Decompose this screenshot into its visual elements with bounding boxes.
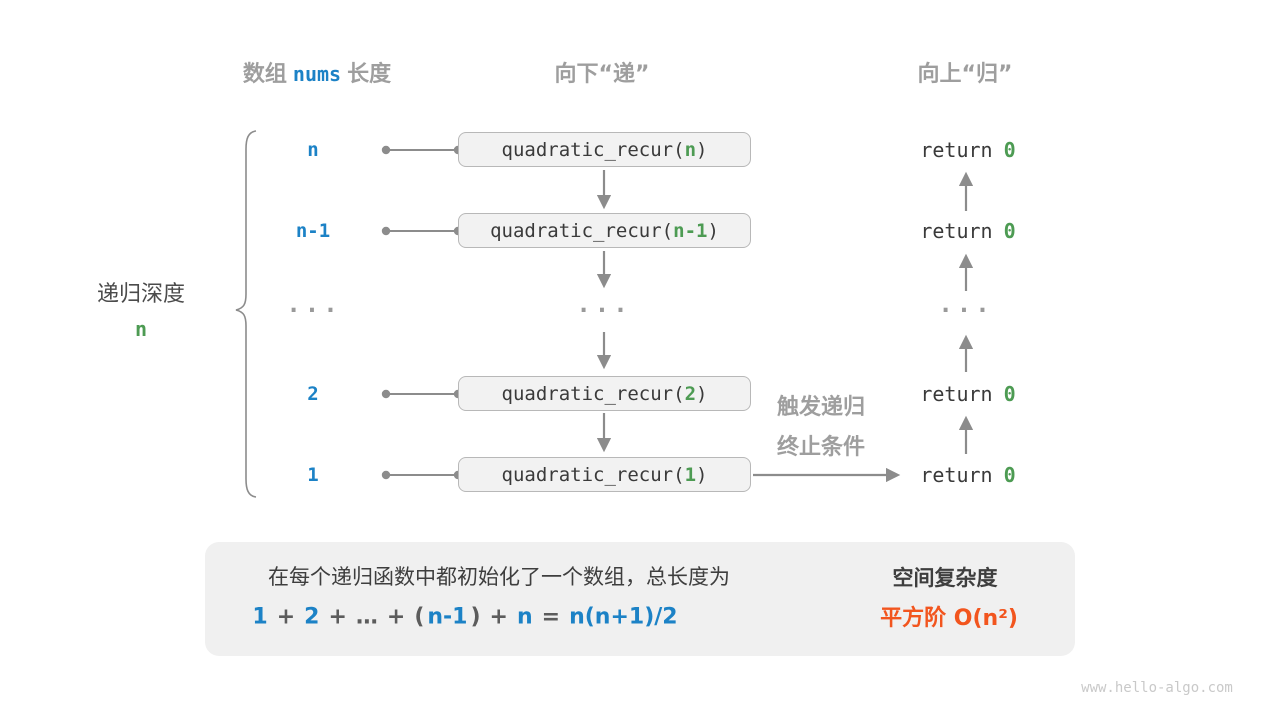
recursion-depth-label: 递归深度 n xyxy=(97,278,185,346)
return-statement-n: return 0 xyxy=(920,138,1015,162)
length-label-2: 2 xyxy=(307,383,319,405)
summary-description: 在每个递归函数中都初始化了一个数组，总长度为 xyxy=(268,565,730,589)
return-keyword: return xyxy=(920,138,993,162)
total-length-formula: 1 + 2 + … + ( n-1 ) + n = n(n+1)/2 xyxy=(252,605,677,630)
call-box-1: quadratic_recur(1) xyxy=(458,457,751,492)
column-header-downward: 向下“递” xyxy=(554,62,650,87)
length-connector-lines xyxy=(381,145,463,480)
return-keyword: return xyxy=(920,463,993,487)
formula-token: + xyxy=(489,604,508,630)
termination-condition-label: 触发递归 终止条件 xyxy=(777,388,865,468)
array-label-prefix: 数组 xyxy=(242,62,287,87)
complexity-value: 平方阶 O(n²) xyxy=(880,606,1018,631)
call-suffix: ) xyxy=(696,382,708,405)
formula-token: = xyxy=(541,604,561,630)
call-suffix: ) xyxy=(696,463,708,486)
return-value: 0 xyxy=(1003,382,1016,406)
call-box-n: quadratic_recur(n) xyxy=(458,132,751,167)
return-statement-2: return 0 xyxy=(920,382,1015,406)
return-statement-1: return 0 xyxy=(920,463,1015,487)
return-keyword: return xyxy=(920,219,993,243)
formula-token: n(n+1)/2 xyxy=(569,604,678,630)
call-arg: 1 xyxy=(684,463,697,486)
termination-line1: 触发递归 xyxy=(776,395,866,420)
return-keyword: return xyxy=(920,382,993,406)
formula-token: n-1 xyxy=(427,604,468,630)
length-label-n: n xyxy=(307,139,319,161)
formula-token: + xyxy=(328,604,347,630)
call-suffix: ) xyxy=(707,219,719,242)
summary-box xyxy=(205,542,1075,656)
recursion-depth-value: n xyxy=(134,317,148,341)
return-value: 0 xyxy=(1003,219,1016,243)
termination-line2: 终止条件 xyxy=(776,435,866,460)
call-prefix: quadratic_recur( xyxy=(501,463,685,486)
formula-token: … xyxy=(355,604,378,630)
ellipsis-right: ··· xyxy=(938,296,994,324)
length-label-n-1: n-1 xyxy=(295,220,331,242)
formula-token: + xyxy=(276,604,296,630)
call-suffix: ) xyxy=(696,138,708,161)
array-code-nums: nums xyxy=(292,62,342,86)
length-label-1: 1 xyxy=(307,464,319,486)
call-box-2: quadratic_recur(2) xyxy=(458,376,751,411)
return-value: 0 xyxy=(1003,138,1016,162)
formula-token: 1 xyxy=(252,604,268,630)
return-statement-n-1: return 0 xyxy=(920,219,1015,243)
call-arg: n xyxy=(684,138,697,161)
depth-brace-icon xyxy=(235,130,257,498)
formula-token: + xyxy=(386,604,406,630)
call-arg: n-1 xyxy=(673,219,708,242)
formula-token: ( xyxy=(414,604,425,630)
call-prefix: quadratic_recur( xyxy=(501,138,685,161)
array-label-suffix: 长度 xyxy=(347,62,392,87)
ellipsis-middle: ··· xyxy=(576,296,632,324)
call-arg: 2 xyxy=(684,382,697,405)
formula-token: n xyxy=(516,604,533,630)
formula-token: ) xyxy=(470,604,481,630)
complexity-title: 空间复杂度 xyxy=(892,566,998,590)
ellipsis-left: ··· xyxy=(286,296,342,324)
watermark: www.hello-algo.com xyxy=(1081,680,1233,696)
call-prefix: quadratic_recur( xyxy=(501,382,685,405)
recursion-depth-text: 递归深度 xyxy=(96,282,186,307)
formula-token: 2 xyxy=(304,604,320,630)
return-value: 0 xyxy=(1003,463,1016,487)
call-prefix: quadratic_recur( xyxy=(490,219,674,242)
column-header-upward: 向上“归” xyxy=(917,62,1013,87)
call-box-n-1: quadratic_recur(n-1) xyxy=(458,213,751,248)
